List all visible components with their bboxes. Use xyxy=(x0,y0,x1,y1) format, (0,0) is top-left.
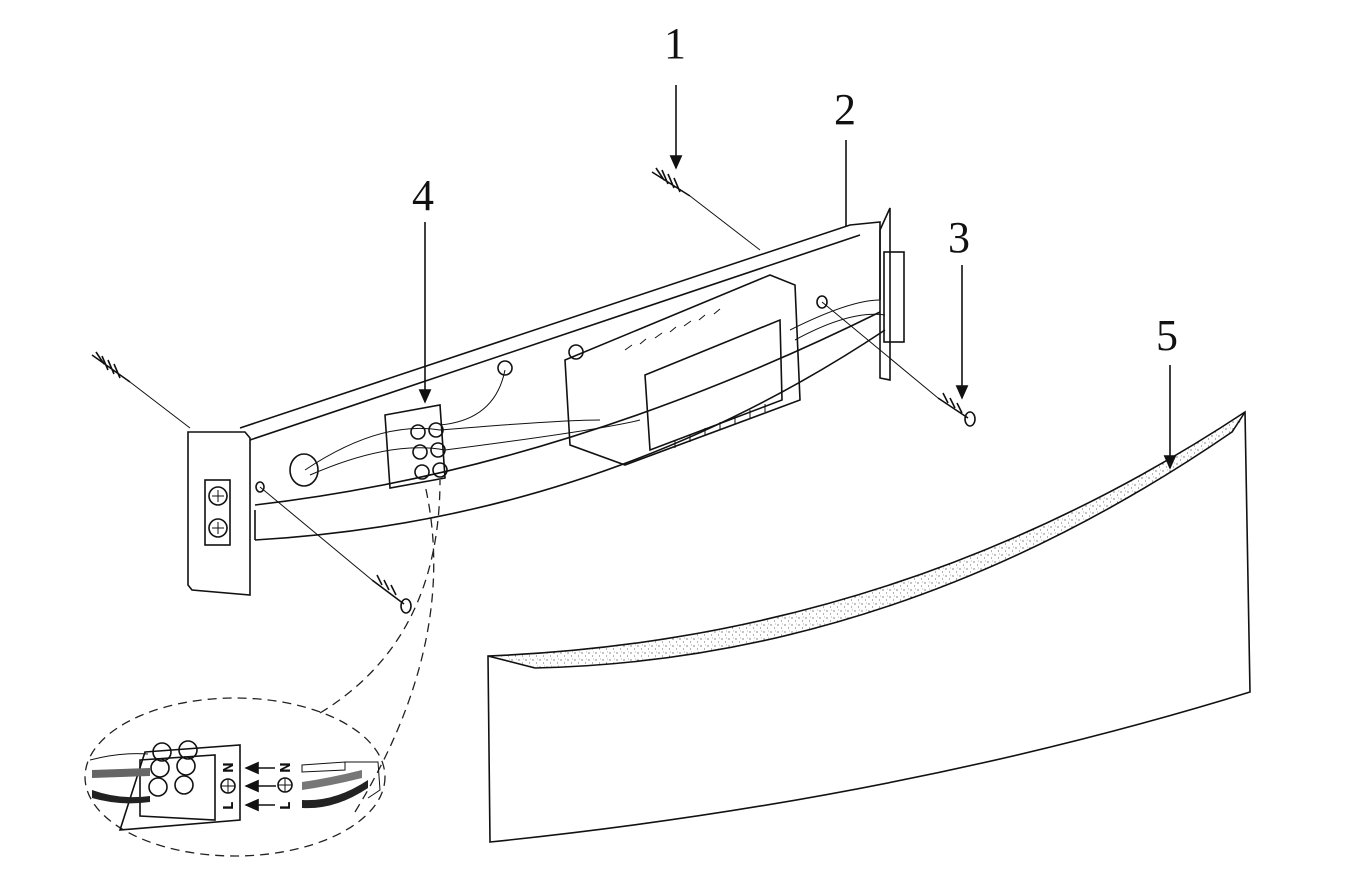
wall-anchor-icon xyxy=(651,167,761,251)
terminal-block xyxy=(384,404,448,489)
callout-2-label: 2 xyxy=(834,85,856,134)
inset-leader-line xyxy=(354,484,435,813)
wiring-inset xyxy=(84,697,386,857)
wire-label-n: N xyxy=(279,762,294,773)
wire-label-l: L xyxy=(279,802,294,810)
screw-left-icon xyxy=(259,486,412,614)
callout-3-label: 3 xyxy=(948,213,970,262)
terminal-label-l: L xyxy=(222,802,237,810)
callout-4-label: 4 xyxy=(412,171,434,220)
screw-icon xyxy=(821,301,976,427)
mounting-plate xyxy=(187,207,905,596)
lamp-shade xyxy=(487,410,1251,843)
callout-5-label: 5 xyxy=(1156,311,1178,360)
callout-1-label: 1 xyxy=(664,19,686,68)
inset-leader-line xyxy=(319,479,441,714)
wall-anchor-left-icon xyxy=(91,351,191,429)
driver-box xyxy=(564,274,801,466)
terminal-label-n: N xyxy=(222,762,237,773)
